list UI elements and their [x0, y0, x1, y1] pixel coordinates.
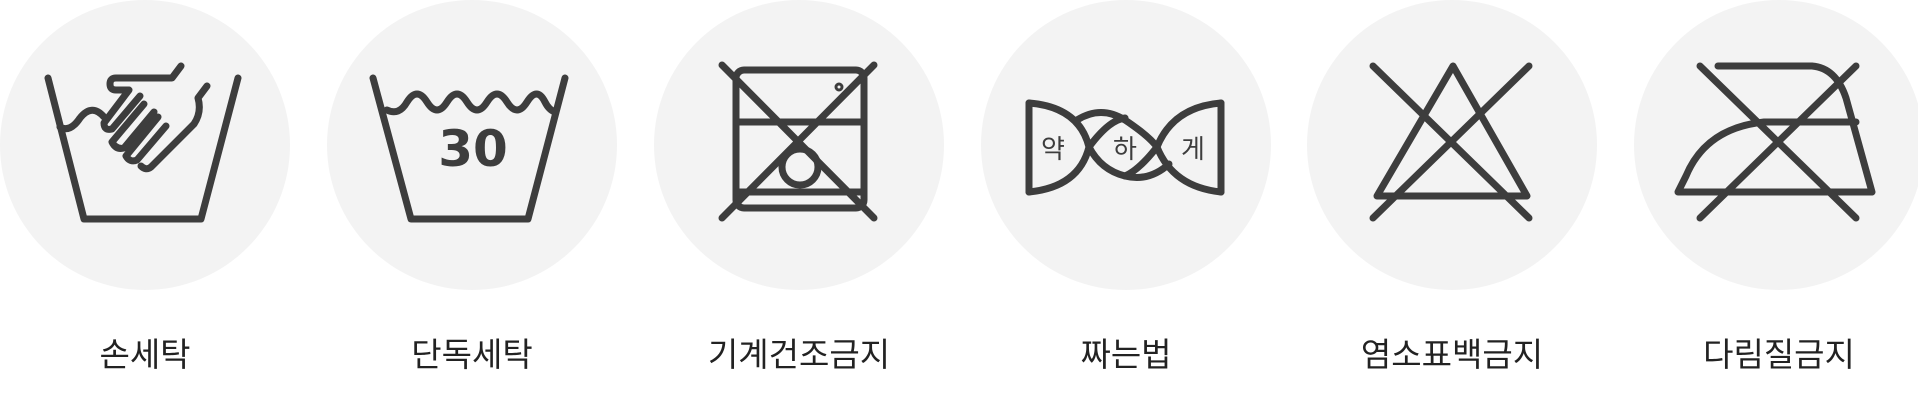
icon-circle: 약 하 게 — [981, 0, 1271, 290]
care-label: 다림질금지 — [1703, 335, 1855, 374]
care-label: 짜는법 — [1080, 335, 1172, 374]
icon-circle: 30 — [327, 0, 617, 290]
no-bleach-icon — [1369, 62, 1533, 222]
no-iron-icon — [1674, 62, 1876, 222]
temperature-value: 30 — [438, 120, 508, 178]
icon-circle — [1307, 0, 1597, 290]
icon-circle — [654, 0, 944, 290]
care-item-no-bleach: 염소표백금지 — [1307, 0, 1597, 402]
wash-30-icon: 30 — [369, 74, 569, 223]
wring-glyph: 게 — [1181, 135, 1205, 165]
care-label: 단독세탁 — [411, 335, 533, 374]
care-item-wash-30: 30 단독세탁 — [327, 0, 617, 402]
care-item-no-tumble-dry: 기계건조금지 — [654, 0, 944, 402]
care-item-no-iron: 다림질금지 — [1634, 0, 1918, 402]
icon-circle — [0, 0, 290, 290]
care-item-hand-wash: 손세탁 — [0, 0, 290, 402]
no-tumble-dry-icon — [718, 61, 878, 222]
gentle-wring-icon: 약 하 게 — [1025, 99, 1225, 196]
wring-glyph: 약 — [1041, 135, 1065, 165]
wring-glyph: 하 — [1113, 135, 1137, 165]
care-label: 손세탁 — [99, 335, 191, 374]
hand-wash-icon — [44, 62, 242, 223]
care-label: 염소표백금지 — [1360, 335, 1544, 374]
care-item-gentle-wring: 약 하 게 짜는법 — [981, 0, 1271, 402]
care-label: 기계건조금지 — [707, 335, 891, 374]
icon-circle — [1634, 0, 1918, 290]
